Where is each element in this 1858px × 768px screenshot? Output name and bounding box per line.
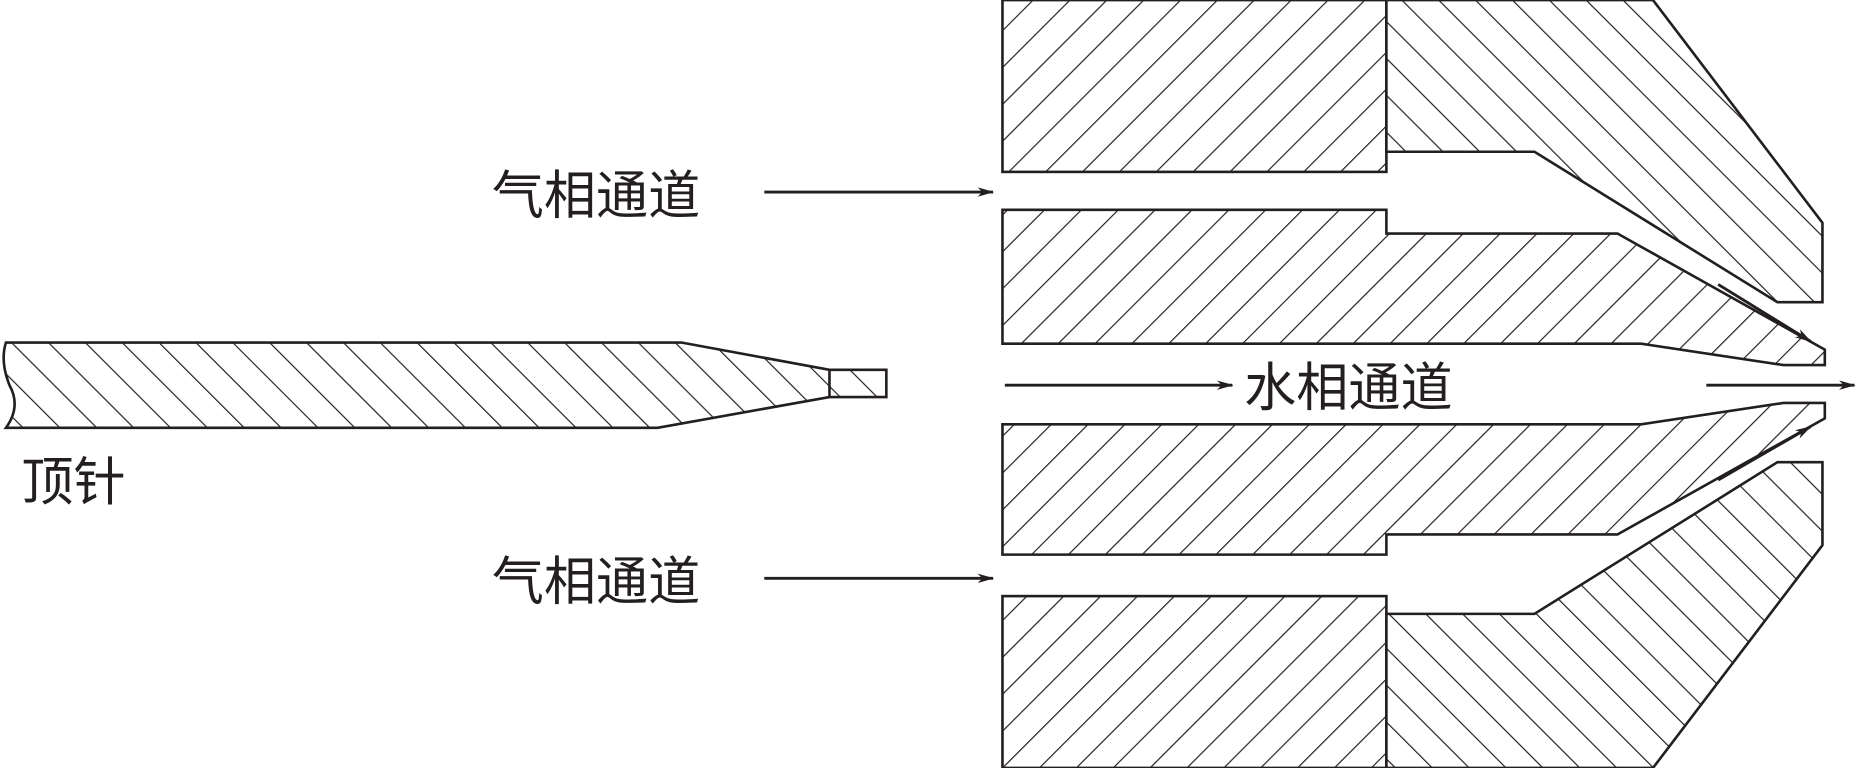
bottom-inner-block bbox=[1001, 401, 1827, 556]
ejector-pin bbox=[2, 341, 888, 430]
label-ejector-pin: 顶针 bbox=[21, 453, 125, 513]
gas-converge-arrow-top bbox=[1717, 283, 1812, 343]
label-gas-channel-bottom: 气相通道 bbox=[492, 553, 700, 613]
label-gas-channel-top: 气相通道 bbox=[492, 166, 700, 226]
gas-converge-arrow-bottom bbox=[1717, 425, 1812, 482]
label-water-channel: 水相通道 bbox=[1244, 358, 1453, 418]
top-outer-block-left bbox=[1001, 0, 1388, 174]
top-outer-block-right bbox=[1385, 0, 1824, 304]
bottom-outer-block-left bbox=[1001, 594, 1388, 768]
top-inner-block bbox=[1001, 208, 1827, 367]
bottom-outer-block-right bbox=[1385, 460, 1824, 768]
